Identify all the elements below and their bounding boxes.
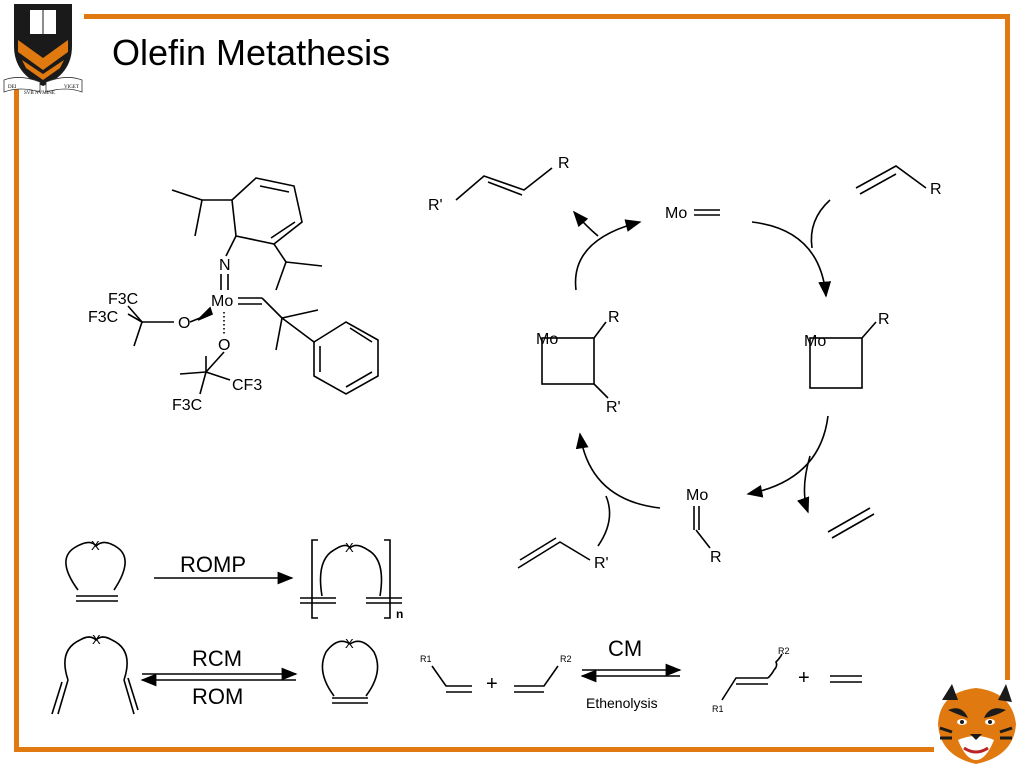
cm-r2-reactant: R2 xyxy=(560,654,572,664)
romp-polymer-x: X xyxy=(345,540,354,555)
rom-label: ROM xyxy=(192,684,243,709)
catalyst-label-mo: Mo xyxy=(211,293,233,310)
crest-motto-left: DEI xyxy=(8,85,17,90)
catalyst-label-o-bottom: O xyxy=(218,337,230,354)
cm-r2-product: R2 xyxy=(778,646,790,656)
slide-frame-top xyxy=(84,14,1010,19)
schrock-catalyst-structure xyxy=(127,177,379,395)
cm-label: CM xyxy=(608,636,642,661)
cross-metathesis-scheme xyxy=(431,653,862,701)
catalytic-cycle xyxy=(455,165,927,569)
slide-frame-right xyxy=(1005,14,1010,680)
cycle-left-ring-r-prime: R' xyxy=(606,399,621,416)
cycle-right-ring-r: R xyxy=(878,311,890,328)
rcm-rom-scheme xyxy=(51,636,379,715)
rcm-label: RCM xyxy=(192,646,242,671)
tiger-mascot-logo xyxy=(938,684,1016,764)
rcm-ring-x: X xyxy=(345,636,354,651)
slide-frame-left xyxy=(14,86,19,752)
cycle-left-ring-r: R xyxy=(608,309,620,326)
cycle-r-top-right: R xyxy=(930,181,942,198)
cycle-left-ring-mo: Mo xyxy=(536,331,558,348)
romp-repeat-n: n xyxy=(396,607,403,621)
slide-frame-bottom xyxy=(14,747,934,752)
catalyst-label-n: N xyxy=(219,257,231,274)
catalyst-label-o-left: O xyxy=(178,315,190,332)
cycle-mo-alkylidene: Mo xyxy=(665,205,687,222)
ethenolysis-label: Ethenolysis xyxy=(586,695,658,711)
cm-r1-reactant: R1 xyxy=(420,654,432,664)
catalyst-label-cf3: CF3 xyxy=(232,377,262,394)
crest-motto-center: SVB NVMINE xyxy=(24,91,55,96)
romp-scheme xyxy=(65,539,402,619)
catalyst-label-f3c-bottom: F3C xyxy=(172,397,202,414)
romp-monomer-x: X xyxy=(91,538,100,553)
cycle-bottom-r: R xyxy=(710,549,722,566)
rcm-diene-x: X xyxy=(92,632,101,647)
slide-title: Olefin Metathesis xyxy=(112,32,391,73)
romp-label: ROMP xyxy=(180,552,246,577)
cycle-r-top: R xyxy=(558,155,570,172)
cycle-bottom-mo: Mo xyxy=(686,487,708,504)
catalyst-label-f3c-upper: F3C xyxy=(108,291,138,308)
cycle-right-ring-mo: Mo xyxy=(804,333,826,350)
cm-plus-products: + xyxy=(798,667,810,689)
catalyst-label-f3c-lower: F3C xyxy=(88,309,118,326)
crest-motto-right: VIGET xyxy=(64,85,79,90)
university-crest-logo: DEI SVB NVMINE VIGET xyxy=(3,4,83,96)
cycle-bottom-left-r-prime: R' xyxy=(594,555,609,572)
cm-r1-product: R1 xyxy=(712,704,724,714)
cm-plus-reactants: + xyxy=(486,673,498,695)
cycle-r-prime-top: R' xyxy=(428,197,443,214)
